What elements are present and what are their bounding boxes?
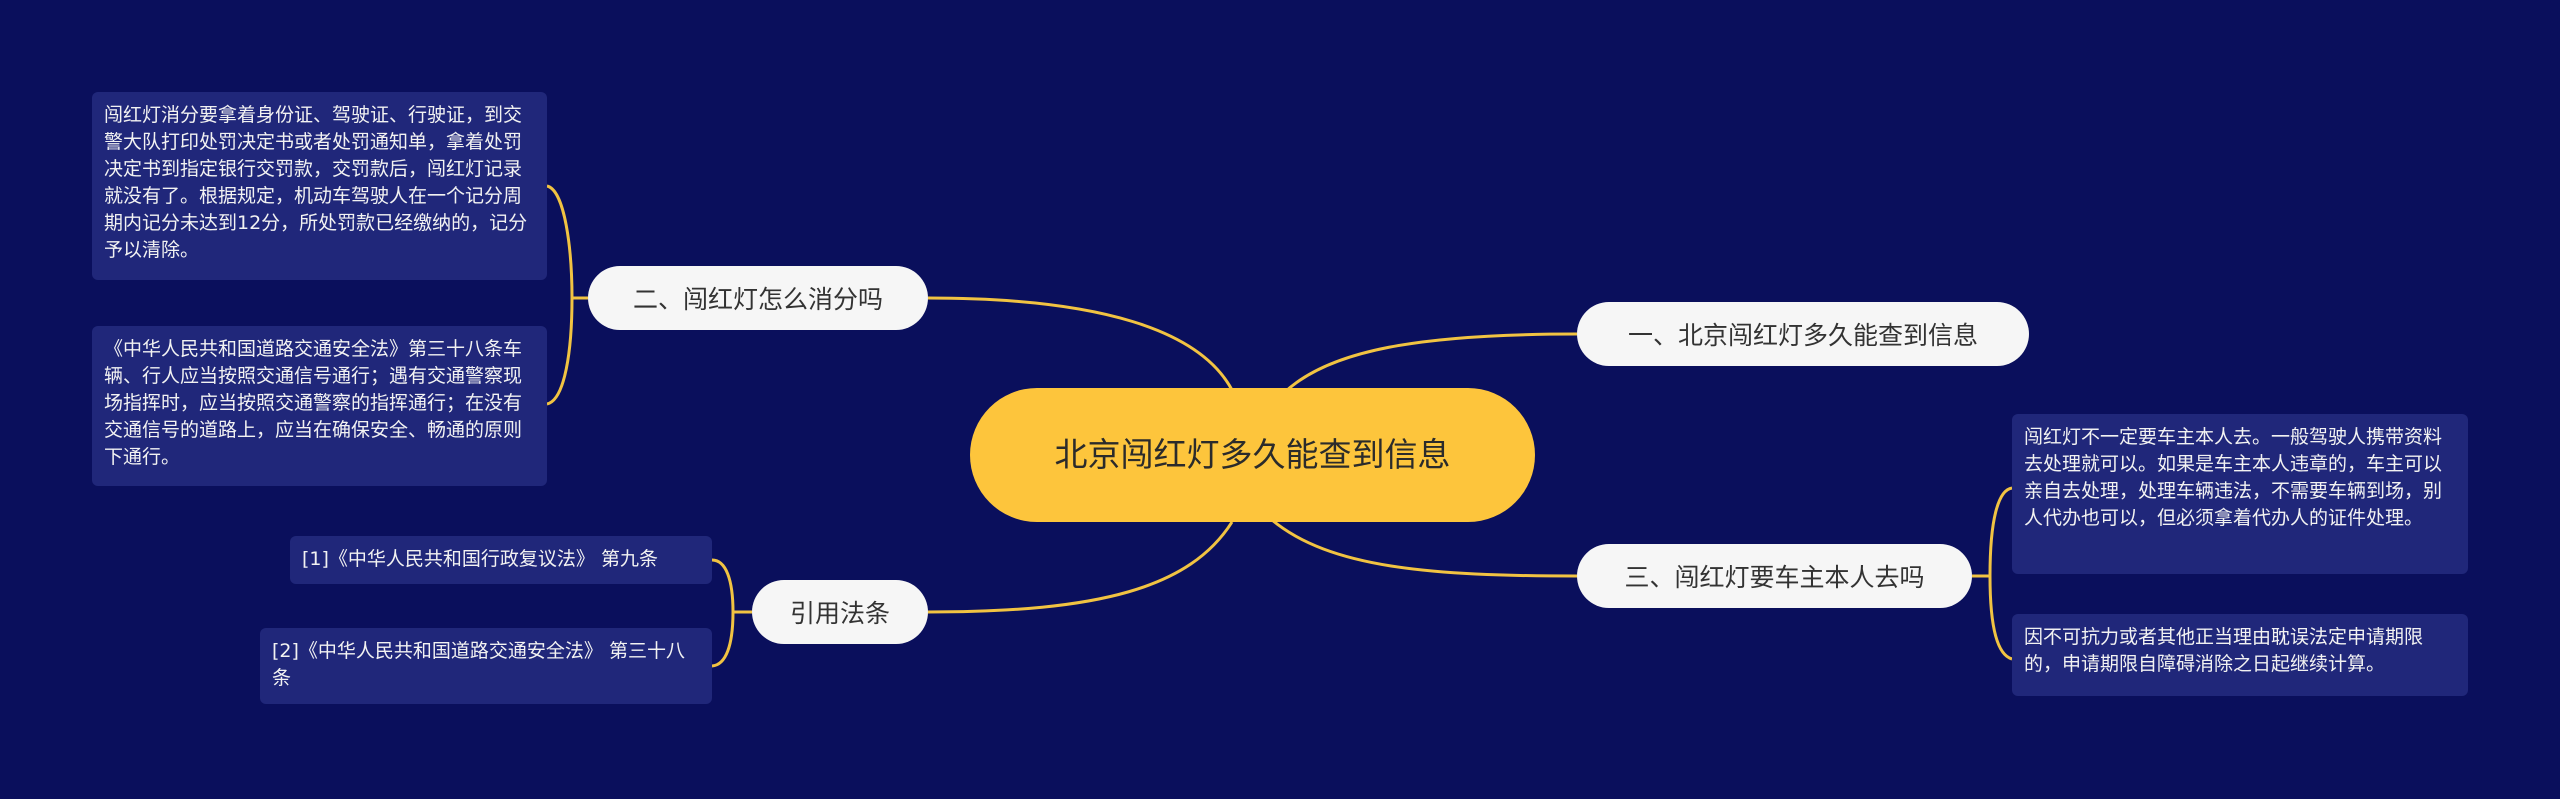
leaf-note[interactable]: 《中华人民共和国道路交通安全法》第三十八条车辆、行人应当按照交通信号通行；遇有交… — [92, 326, 547, 486]
leaf-text: [1]《中华人民共和国行政复议法》 第九条 — [302, 548, 658, 570]
topic-node-3[interactable]: 三、闯红灯要车主本人去吗 — [1577, 544, 1972, 608]
leaf-text: 闯红灯不一定要车主本人去。一般驾驶人携带资料去处理就可以。如果是车主本人违章的，… — [2024, 426, 2443, 529]
leaf-text: 闯红灯消分要拿着身份证、驾驶证、行驶证，到交警大队打印处罚决定书或者处罚通知单，… — [104, 104, 528, 261]
leaf-note[interactable]: 因不可抗力或者其他正当理由耽误法定申请期限的，申请期限自障碍消除之日起继续计算。 — [2012, 614, 2468, 696]
topic-label: 引用法条 — [789, 599, 890, 628]
topic-node-2[interactable]: 二、闯红灯怎么消分吗 — [588, 266, 928, 330]
connector-t4-leaves — [711, 558, 752, 668]
leaf-text: [2]《中华人民共和国道路交通安全法》 第三十八条 — [272, 640, 685, 689]
leaf-text: 因不可抗力或者其他正当理由耽误法定申请期限的，申请期限自障碍消除之日起继续计算。 — [2024, 626, 2424, 675]
connector-t3-leaves — [1972, 486, 2013, 661]
connector-t2-leaves — [546, 184, 588, 406]
topic-label: 一、北京闯红灯多久能查到信息 — [1627, 321, 1978, 350]
leaf-citation[interactable]: [1]《中华人民共和国行政复议法》 第九条 — [290, 536, 712, 584]
topic-node-4[interactable]: 引用法条 — [752, 580, 928, 644]
connector-root-t1 — [1283, 332, 1578, 394]
connector-root-t4 — [927, 521, 1234, 614]
leaf-text: 《中华人民共和国道路交通安全法》第三十八条车辆、行人应当按照交通信号通行；遇有交… — [104, 338, 523, 468]
root-node[interactable]: 北京闯红灯多久能查到信息 — [970, 388, 1535, 522]
leaf-note[interactable]: 闯红灯消分要拿着身份证、驾驶证、行驶证，到交警大队打印处罚决定书或者处罚通知单，… — [92, 92, 547, 280]
topic-label: 二、闯红灯怎么消分吗 — [632, 285, 883, 314]
connector-root-t3 — [1271, 518, 1578, 578]
leaf-note[interactable]: 闯红灯不一定要车主本人去。一般驾驶人携带资料去处理就可以。如果是车主本人违章的，… — [2012, 414, 2468, 574]
connector-root-t2 — [927, 296, 1234, 391]
leaf-citation[interactable]: [2]《中华人民共和国道路交通安全法》 第三十八条 — [260, 628, 712, 704]
topic-node-1[interactable]: 一、北京闯红灯多久能查到信息 — [1577, 302, 2029, 366]
root-title: 北京闯红灯多久能查到信息 — [1054, 435, 1451, 474]
topic-label: 三、闯红灯要车主本人去吗 — [1624, 563, 1925, 592]
